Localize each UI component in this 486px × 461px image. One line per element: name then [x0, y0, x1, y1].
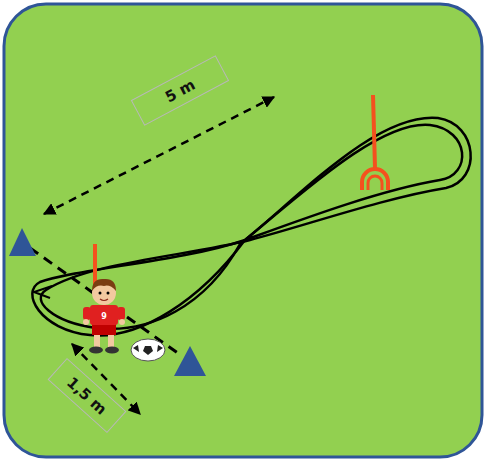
pitch-area [4, 4, 482, 457]
cone-symbol [174, 346, 206, 376]
dimension-arrow [44, 97, 274, 214]
dribble-path [32, 118, 470, 336]
cone-symbol [9, 228, 36, 256]
pole-hurdle-symbol [362, 95, 388, 190]
player-figure [83, 279, 125, 354]
ball-symbol [131, 339, 165, 361]
start-line [30, 248, 182, 356]
shirt-number: 9 [101, 312, 107, 321]
